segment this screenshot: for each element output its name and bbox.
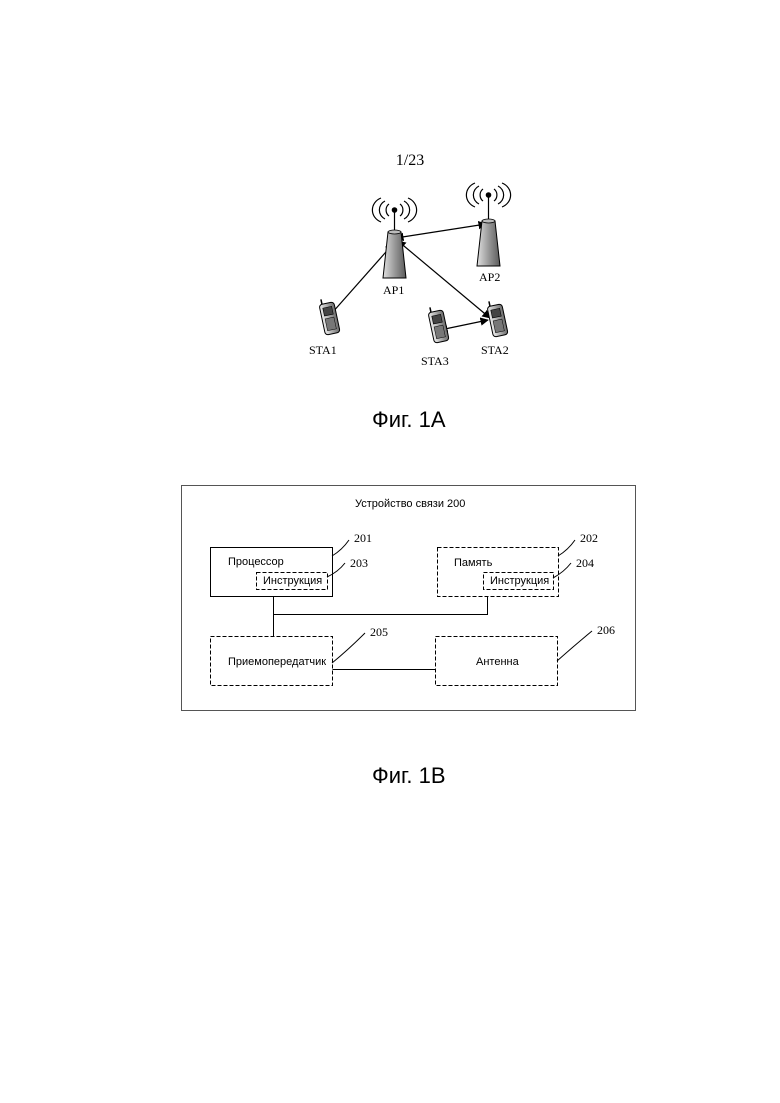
ref-number-203: 203	[350, 556, 368, 571]
transceiver-label: Приемопередатчик	[228, 656, 326, 668]
ref-number-204: 204	[576, 556, 594, 571]
mobile-phone-icon	[427, 305, 449, 343]
processor-label: Процессор	[228, 556, 284, 568]
page-number: 1/23	[0, 152, 780, 170]
device-frame	[182, 486, 636, 711]
link-ap1-sta2	[398, 241, 490, 318]
access-point-icon	[372, 198, 416, 278]
antenna-label: Антенна	[476, 656, 519, 668]
ref-number-205: 205	[370, 625, 388, 640]
node-label-sta2: STA2	[481, 343, 509, 358]
ref-number-206: 206	[597, 623, 615, 638]
mobile-phone-icon	[318, 297, 340, 335]
access-point-icon	[466, 183, 510, 266]
link-ap1-ap2	[396, 224, 486, 238]
memory-instruction-label: Инструкция	[490, 575, 549, 587]
device-title: Устройство связи 200	[355, 498, 465, 510]
mobile-phone-icon	[486, 299, 508, 337]
figure-1b-caption: Фиг. 1B	[372, 763, 446, 789]
ref-number-201: 201	[354, 531, 372, 546]
ref-number-202: 202	[580, 531, 598, 546]
figure-1b	[182, 486, 636, 711]
processor-instruction-label: Инструкция	[263, 575, 322, 587]
figure-1a-caption: Фиг. 1A	[372, 407, 446, 433]
node-label-sta1: STA1	[309, 343, 337, 358]
node-label-ap1: AP1	[383, 283, 404, 298]
figure-1a	[318, 183, 511, 343]
node-label-sta3: STA3	[421, 354, 449, 369]
node-label-ap2: AP2	[479, 270, 500, 285]
memory-label: Память	[454, 557, 492, 569]
